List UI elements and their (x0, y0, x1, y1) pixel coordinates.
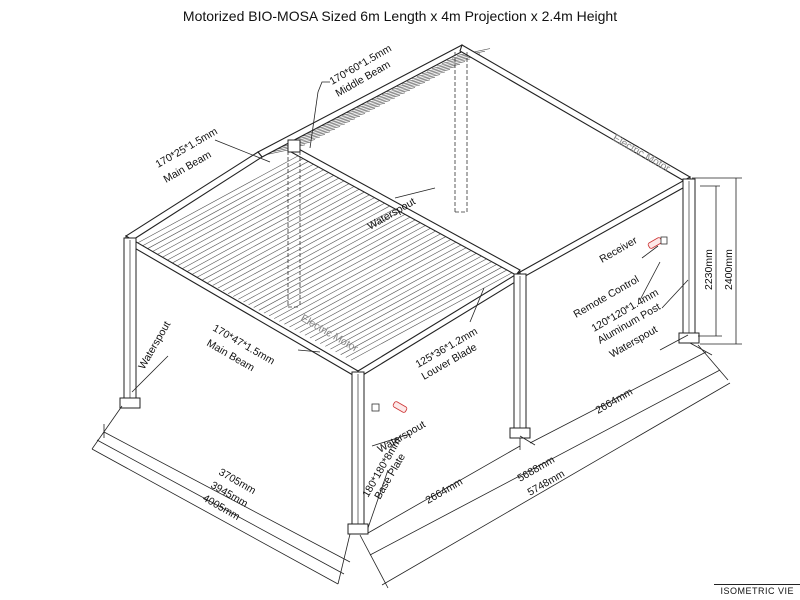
louver-slat-back-29 (406, 74, 441, 82)
louver-slat-back-21 (366, 95, 401, 103)
louver-slat-front-23 (248, 215, 413, 306)
louver-slat-front-28 (274, 229, 439, 319)
louver-slat-back-7 (296, 131, 331, 140)
louver-slat-back-13 (326, 115, 361, 124)
louver-slat-back-25 (386, 84, 421, 93)
louver-slat-front-14 (202, 190, 367, 281)
louver-slat-front-35 (309, 248, 475, 339)
base-plate-back-right (678, 332, 700, 344)
louver-slat-back-18 (351, 102, 386, 111)
louver-slat-back-24 (381, 87, 416, 95)
remote-control-icon (371, 401, 408, 413)
louver-slat-back-28 (401, 76, 436, 85)
louver-slat-front-38 (325, 257, 490, 347)
louver-slat-back-31 (416, 69, 451, 77)
louver-slat-back-11 (316, 121, 351, 129)
receiver-icon (647, 236, 668, 249)
louver-slat-front-40 (335, 262, 500, 353)
louver-slat-back-16 (341, 108, 376, 116)
base-plate-front-center (347, 523, 369, 535)
louver-slat-front-27 (268, 226, 434, 317)
louver-slat-back-30 (411, 71, 446, 80)
louver-slat-front-12 (192, 185, 357, 275)
louver-slat-front-43 (350, 270, 516, 361)
louver-slat-front-24 (253, 218, 418, 308)
post-back-center-hidden (454, 52, 468, 213)
louver-slat-front-32 (294, 240, 459, 330)
louver-slat-back-19 (356, 100, 391, 108)
louver-slat-back-36 (441, 56, 476, 64)
louver-slat-front-21 (238, 209, 403, 300)
louver-slat-front-13 (197, 187, 362, 278)
louver-slat-back-26 (391, 82, 426, 90)
louver-slat-front-31 (289, 237, 454, 328)
louver-slat-front-7 (166, 171, 331, 261)
post-back-left-hidden (287, 139, 301, 308)
louver-slat-front-6 (161, 168, 326, 258)
louver-slat-back-10 (311, 123, 346, 132)
louver-slat-front-20 (233, 207, 398, 297)
louver-slat-back-33 (426, 63, 461, 72)
louver-slat-front-33 (299, 243, 464, 333)
louver-slat-front-19 (228, 204, 393, 294)
drawing-title: Motorized BIO-MOSA Sized 6m Length x 4m … (182, 8, 618, 24)
louver-slat-front-16 (212, 196, 377, 286)
louver-slat-back-22 (371, 92, 406, 101)
louver-slat-front-22 (243, 212, 408, 303)
louver-slat-front-11 (187, 182, 352, 272)
waterspout-left-label: Waterspout (136, 319, 173, 371)
louver-slat-front-39 (330, 259, 495, 350)
louver-slat-front-15 (207, 193, 372, 283)
louver-slat-front-18 (222, 201, 388, 292)
electric-motor-top-label: Electric Motor (611, 132, 673, 175)
louver-slat-back-35 (436, 58, 471, 67)
louver-slat-front-41 (340, 265, 505, 355)
louver-slat-back-15 (336, 110, 371, 119)
louver-slat-back-14 (331, 113, 366, 121)
louver-slat-front-37 (320, 254, 485, 344)
louver-slats-front (135, 154, 516, 361)
dimension-lines (91, 177, 742, 589)
louver-slat-back-8 (301, 128, 336, 137)
louver-slat-back-17 (346, 105, 381, 114)
louver-slat-front-10 (181, 179, 347, 269)
base-plate-front-right (509, 427, 531, 439)
louver-slat-front-1 (135, 154, 301, 245)
louver-slat-front-30 (284, 234, 449, 325)
louver-slat-back-27 (396, 79, 431, 88)
right-span-dim: 2664mm (594, 386, 636, 417)
louver-slat-front-34 (304, 246, 470, 336)
receiver-label: Receiver (598, 234, 640, 265)
louver-slat-front-9 (176, 176, 342, 267)
louver-slat-front-36 (314, 251, 480, 342)
base-plate-front-left (119, 397, 141, 409)
louver-slat-back-20 (361, 97, 396, 106)
height-outer-dim: 2400mm (723, 249, 735, 290)
louver-slat-front-42 (345, 268, 510, 358)
louver-slat-front-29 (279, 232, 444, 322)
louver-slat-front-3 (146, 160, 311, 250)
leader-lines (131, 81, 689, 529)
louver-slat-back-23 (376, 89, 411, 98)
louver-slat-front-26 (263, 223, 429, 314)
view-label: ISOMETRIC VIE (714, 584, 800, 596)
louver-slat-back-34 (431, 61, 466, 69)
waterspout-front-label: Waterspout (376, 419, 428, 456)
louver-slat-front-2 (141, 157, 306, 247)
louver-slat-back-32 (421, 66, 456, 75)
louver-slat-front-25 (258, 221, 423, 311)
height-inner-dim: 2230mm (703, 249, 715, 290)
louver-slat-front-5 (156, 165, 321, 256)
posts (119, 52, 700, 535)
front-span-dim: 2664mm (424, 476, 466, 507)
louver-slat-front-8 (171, 173, 337, 264)
louver-slat-back-12 (321, 118, 356, 127)
